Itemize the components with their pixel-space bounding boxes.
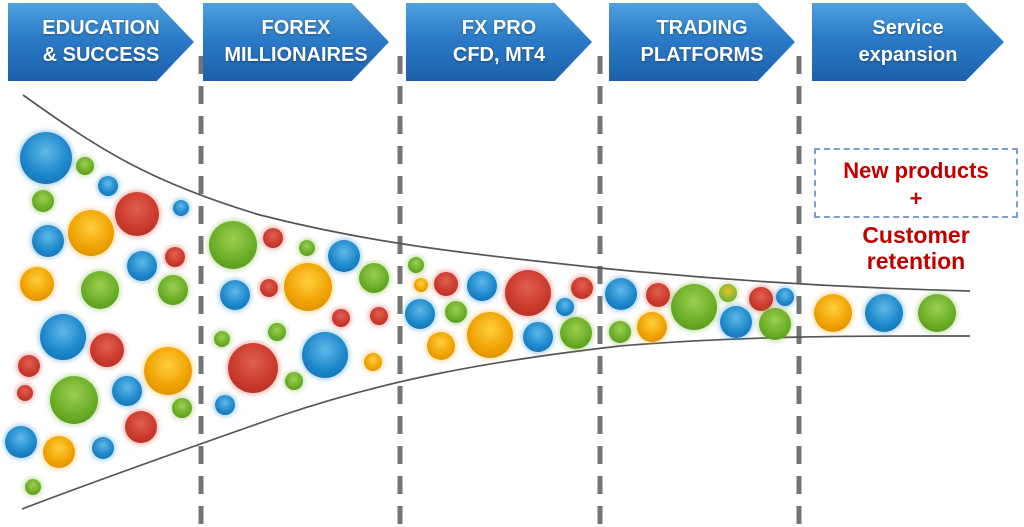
bubble-orange bbox=[284, 263, 332, 311]
bubble-blue bbox=[127, 251, 157, 281]
bubble-blue bbox=[20, 132, 72, 184]
bubble-blue bbox=[5, 426, 37, 458]
bubble-green bbox=[359, 263, 389, 293]
bubble-red bbox=[115, 192, 159, 236]
bubble-green bbox=[445, 301, 467, 323]
bubble-green bbox=[299, 240, 315, 256]
bubble-orange bbox=[68, 210, 114, 256]
new-products-dashed-box: New products + bbox=[814, 148, 1018, 218]
annotation-text-customer: Customer bbox=[862, 222, 970, 248]
stage-label-line2: expansion bbox=[858, 44, 958, 66]
bubble-red bbox=[434, 272, 458, 296]
bubble-blue bbox=[32, 225, 64, 257]
bubble-green bbox=[158, 275, 188, 305]
bubble-orange bbox=[637, 312, 667, 342]
bubble-blue bbox=[523, 322, 553, 352]
stage-arrow-forex-millionaires: FOREX MILLIONAIRES bbox=[203, 3, 389, 81]
bubble-green bbox=[209, 221, 257, 269]
bubble-green bbox=[609, 321, 631, 343]
bubble-green bbox=[25, 479, 41, 495]
bubble-red bbox=[228, 343, 278, 393]
bubble-green bbox=[81, 271, 119, 309]
bubble-red bbox=[370, 307, 388, 325]
bubble-blue bbox=[776, 288, 794, 306]
stage-label-line2: PLATFORMS bbox=[640, 44, 764, 66]
bubble-red bbox=[505, 270, 551, 316]
bubble-orange bbox=[427, 332, 455, 360]
stage-label-line1: TRADING bbox=[656, 17, 748, 39]
bubble-green bbox=[32, 190, 54, 212]
bubble-blue bbox=[605, 278, 637, 310]
stage-label-line2: & SUCCESS bbox=[42, 44, 160, 66]
bubble-green bbox=[268, 323, 286, 341]
bubble-orange bbox=[43, 436, 75, 468]
bubble-blue bbox=[467, 271, 497, 301]
bubble-red bbox=[18, 355, 40, 377]
bubble-blue bbox=[328, 240, 360, 272]
bubble-orange bbox=[364, 353, 382, 371]
bubble-blue bbox=[720, 306, 752, 338]
annotation-new-products: New products + Customer retention bbox=[810, 148, 1022, 276]
bubble-red bbox=[332, 309, 350, 327]
bubble-red bbox=[571, 277, 593, 299]
stage-arrow-education-success: EDUCATION & SUCCESS bbox=[8, 3, 194, 81]
bubble-blue bbox=[556, 298, 574, 316]
bubble-green bbox=[172, 398, 192, 418]
bubble-orange bbox=[20, 267, 54, 301]
bubble-orange bbox=[814, 294, 852, 332]
bubble-blue bbox=[405, 299, 435, 329]
bubble-green bbox=[759, 308, 791, 340]
bubble-blue bbox=[215, 395, 235, 415]
bubble-green bbox=[214, 331, 230, 347]
bubble-blue bbox=[220, 280, 250, 310]
funnel-bottom-curve bbox=[21, 335, 971, 510]
bubble-green bbox=[918, 294, 956, 332]
stage-label-line1: Service bbox=[872, 17, 944, 39]
bubble-red bbox=[646, 283, 670, 307]
bubble-green bbox=[285, 372, 303, 390]
bubble-red bbox=[749, 287, 773, 311]
annotation-text-new-products: New products bbox=[843, 158, 989, 183]
stage-label-line1: EDUCATION bbox=[42, 17, 160, 39]
bubble-red bbox=[260, 279, 278, 297]
bubble-orange bbox=[467, 312, 513, 358]
stage-label-line1: FOREX bbox=[261, 17, 331, 39]
stage-label-line2: CFD, MT4 bbox=[452, 44, 546, 66]
stage-arrow-fxpro-cfd-mt4: FX PRO CFD, MT4 bbox=[406, 3, 592, 81]
bubble-red bbox=[17, 385, 33, 401]
bubble-red bbox=[125, 411, 157, 443]
annotation-text-retention: retention bbox=[866, 248, 966, 274]
bubble-orange bbox=[414, 278, 428, 292]
bubble-blue bbox=[98, 176, 118, 196]
bubble-orange bbox=[144, 347, 192, 395]
annotation-text-plus: + bbox=[909, 186, 923, 211]
stage-label-line1: FX PRO bbox=[461, 17, 537, 39]
bubble-yellowgreen bbox=[719, 284, 737, 302]
bubble-blue bbox=[40, 314, 86, 360]
stage-arrow-trading-platforms: TRADING PLATFORMS bbox=[609, 3, 795, 81]
bubble-blue bbox=[173, 200, 189, 216]
bubble-red bbox=[263, 228, 283, 248]
bubble-green bbox=[408, 257, 424, 273]
bubble-green bbox=[560, 317, 592, 349]
bubble-green bbox=[671, 284, 717, 330]
funnel-top-curve bbox=[22, 94, 971, 292]
bubble-blue bbox=[865, 294, 903, 332]
bubble-blue bbox=[112, 376, 142, 406]
bubble-red bbox=[90, 333, 124, 367]
bubble-blue bbox=[92, 437, 114, 459]
bubble-green bbox=[50, 376, 98, 424]
bubble-red bbox=[165, 247, 185, 267]
bubble-green bbox=[76, 157, 94, 175]
bubble-blue bbox=[302, 332, 348, 378]
stage-label-line2: MILLIONAIRES bbox=[224, 44, 368, 66]
stage-arrow-service-expansion: Service expansion bbox=[812, 3, 1004, 81]
